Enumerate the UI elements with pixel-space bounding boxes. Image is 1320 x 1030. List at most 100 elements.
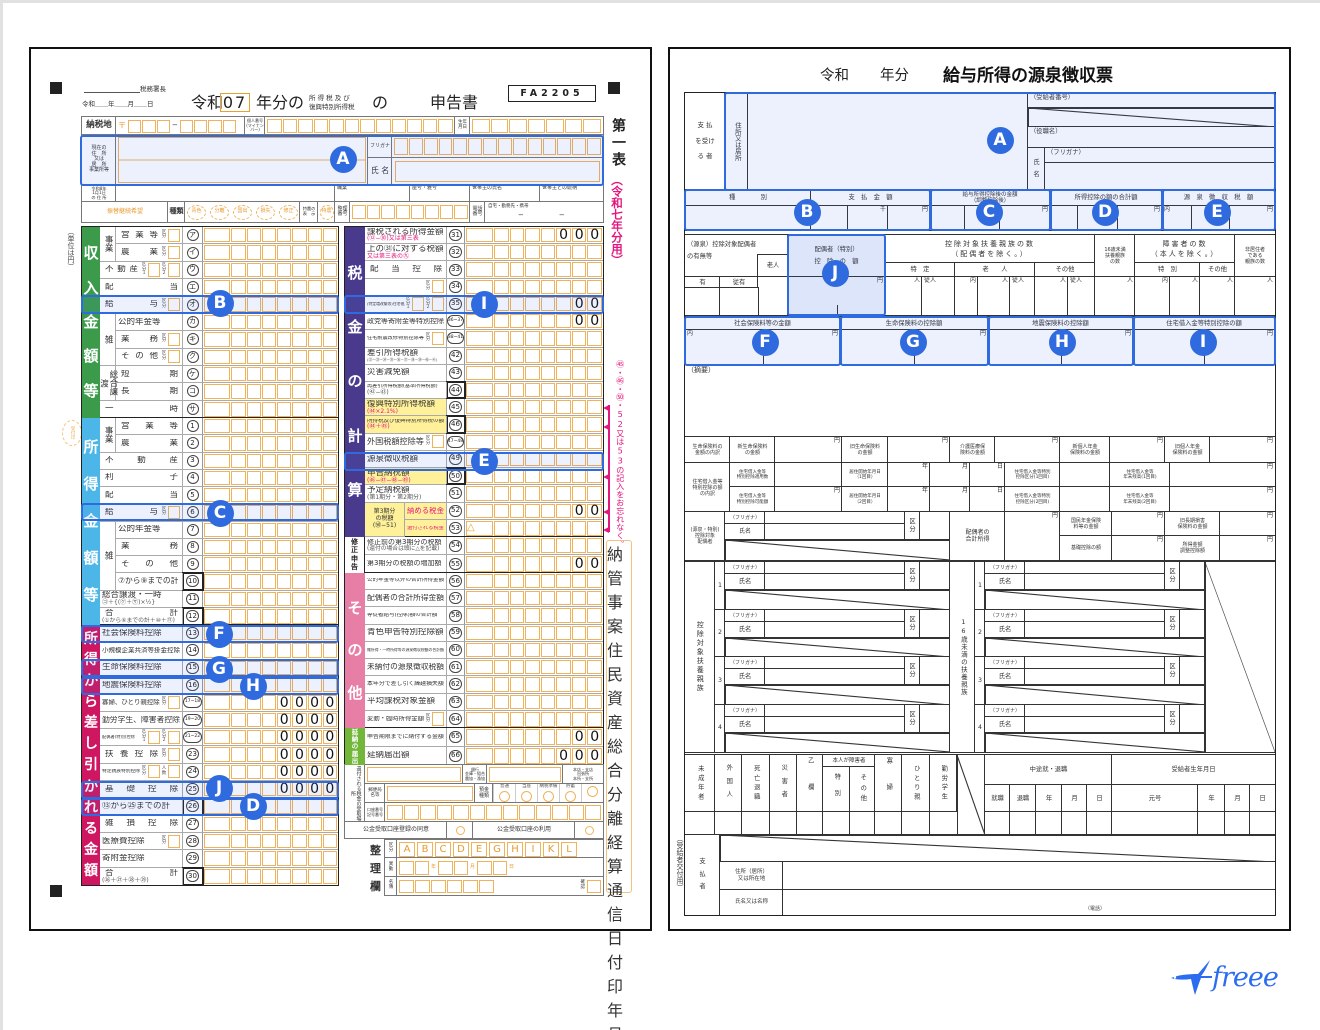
amount-digit-box[interactable]: [494, 383, 509, 398]
special-farm-option[interactable]: 特農: [319, 204, 334, 220]
amount-digit-box[interactable]: [261, 574, 277, 589]
working-student-checkbox[interactable]: [929, 811, 958, 836]
amount-digit-box[interactable]: △: [466, 520, 494, 536]
other-cohabit-input[interactable]: 従人: [1067, 276, 1096, 316]
amount-digit-box[interactable]: [509, 228, 525, 243]
amount-digit-box[interactable]: [587, 694, 603, 709]
amount-digit-box[interactable]: [246, 764, 261, 779]
amount-digit-box[interactable]: [509, 694, 525, 709]
amount-digit-box[interactable]: [556, 574, 571, 589]
amount-digit-box[interactable]: [261, 505, 277, 520]
amount-digit-box[interactable]: [540, 279, 556, 294]
special-disabled-count-input[interactable]: 人: [1169, 276, 1201, 316]
amount-digit-box[interactable]: [231, 280, 246, 295]
name-input[interactable]: [764, 621, 906, 638]
amount-digit-box[interactable]: 0: [292, 747, 307, 762]
kubun-input[interactable]: [919, 561, 951, 591]
arrangement-letter-box[interactable]: I: [525, 841, 541, 857]
amount-digit-box[interactable]: [540, 591, 556, 606]
amount-digit-box[interactable]: [571, 383, 587, 398]
amount-digit-box[interactable]: [246, 332, 261, 347]
amount-digit-box[interactable]: [571, 365, 587, 380]
amount-digit-box[interactable]: [509, 245, 525, 260]
amount-digit-box[interactable]: [587, 417, 603, 432]
entry-box[interactable]: [208, 119, 222, 133]
amount-digit-box[interactable]: [556, 520, 571, 536]
amount-digit-box[interactable]: [307, 539, 322, 554]
entry-box[interactable]: [399, 860, 414, 875]
amount-digit-box[interactable]: [261, 747, 277, 762]
confirm-box[interactable]: [587, 879, 601, 893]
amount-digit-box[interactable]: [509, 314, 525, 329]
kubun-box[interactable]: [168, 332, 180, 347]
amount-digit-box[interactable]: [509, 574, 525, 589]
amount-digit-box[interactable]: 0: [571, 503, 587, 518]
amount-digit-box[interactable]: [277, 608, 292, 624]
amount-digit-box[interactable]: [571, 262, 587, 277]
payee-address-input[interactable]: [747, 92, 1029, 191]
amount-digit-box[interactable]: 0: [322, 712, 337, 727]
furigana-input[interactable]: [1024, 656, 1166, 670]
amount-digit-box[interactable]: [261, 851, 277, 866]
amount-digit-box[interactable]: [556, 434, 571, 449]
deposit-type-option[interactable]: 納税準備: [537, 784, 559, 803]
spouse-income-input[interactable]: 円: [1004, 511, 1061, 561]
amount-digit-box[interactable]: [525, 486, 540, 501]
elderly-inner-input[interactable]: 内: [954, 276, 979, 316]
amount-digit-box[interactable]: [494, 556, 509, 572]
amount-digit-box[interactable]: 0: [307, 747, 322, 762]
amount-digit-box[interactable]: [277, 349, 292, 364]
amount-digit-box[interactable]: [261, 816, 277, 831]
entry-box[interactable]: [403, 805, 420, 820]
bank-type-options[interactable]: 銀行 金庫・組合 農協・漁協: [462, 764, 488, 785]
amount-digit-box[interactable]: [556, 677, 571, 692]
amount-digit-box[interactable]: [571, 660, 587, 675]
branch-type-options[interactable]: 本店・支店 出張所 本所・支所: [562, 764, 604, 785]
amount-digit-box[interactable]: [494, 331, 509, 346]
basic-deduction-input[interactable]: 円: [1111, 535, 1166, 561]
amount-digit-box[interactable]: [525, 348, 540, 363]
amount-digit-box[interactable]: [509, 486, 525, 501]
kubun-input[interactable]: [919, 656, 951, 686]
amount-digit-box[interactable]: 0: [322, 764, 337, 779]
mid-year-year-input[interactable]: [1035, 811, 1063, 836]
entry-box[interactable]: [568, 805, 585, 820]
amount-digit-box[interactable]: 0: [277, 747, 292, 762]
entry-box[interactable]: [344, 119, 360, 133]
entry-box[interactable]: [194, 119, 208, 133]
amount-digit-box[interactable]: [571, 574, 587, 589]
amount-digit-box[interactable]: [204, 419, 231, 434]
amount-digit-box[interactable]: [246, 643, 261, 658]
amount-digit-box[interactable]: [540, 660, 556, 675]
amount-digit-box[interactable]: [204, 539, 231, 554]
care-medical-input[interactable]: 円: [994, 436, 1061, 464]
withholding-tax-input[interactable]: 円: [1229, 205, 1276, 231]
filing-type-option[interactable]: 国出: [233, 204, 252, 220]
amount-digit-box[interactable]: [494, 228, 509, 243]
amount-digit-box[interactable]: [277, 436, 292, 451]
entry-box[interactable]: [376, 119, 391, 133]
start-date2-day[interactable]: 日: [969, 486, 1006, 513]
deduction-total-input[interactable]: [1049, 205, 1079, 231]
entry-box[interactable]: [298, 119, 313, 133]
mid-year-month-input[interactable]: [1061, 811, 1088, 836]
start-date2-month[interactable]: 月: [929, 486, 971, 513]
amount-digit-box[interactable]: 0: [277, 730, 292, 744]
amount-digit-box[interactable]: [246, 366, 261, 382]
entry-box[interactable]: [477, 860, 492, 875]
widow-checkbox[interactable]: [874, 811, 903, 836]
amount-digit-box[interactable]: [231, 643, 246, 658]
amount-digit-box[interactable]: [292, 297, 307, 312]
amount-digit-box[interactable]: [509, 729, 525, 745]
entry-box[interactable]: [438, 119, 453, 133]
amount-digit-box[interactable]: [540, 486, 556, 501]
name-input[interactable]: [764, 716, 906, 733]
amount-digit-box[interactable]: [556, 556, 571, 572]
housing-balance1-input[interactable]: 円: [1169, 462, 1276, 488]
amount-digit-box[interactable]: [540, 331, 556, 346]
amount-digit-box[interactable]: [307, 297, 322, 312]
amount-digit-box[interactable]: [540, 538, 556, 553]
amount-digit-box[interactable]: [494, 677, 509, 692]
furigana-input[interactable]: [764, 656, 906, 670]
amount-digit-box[interactable]: [246, 453, 261, 468]
